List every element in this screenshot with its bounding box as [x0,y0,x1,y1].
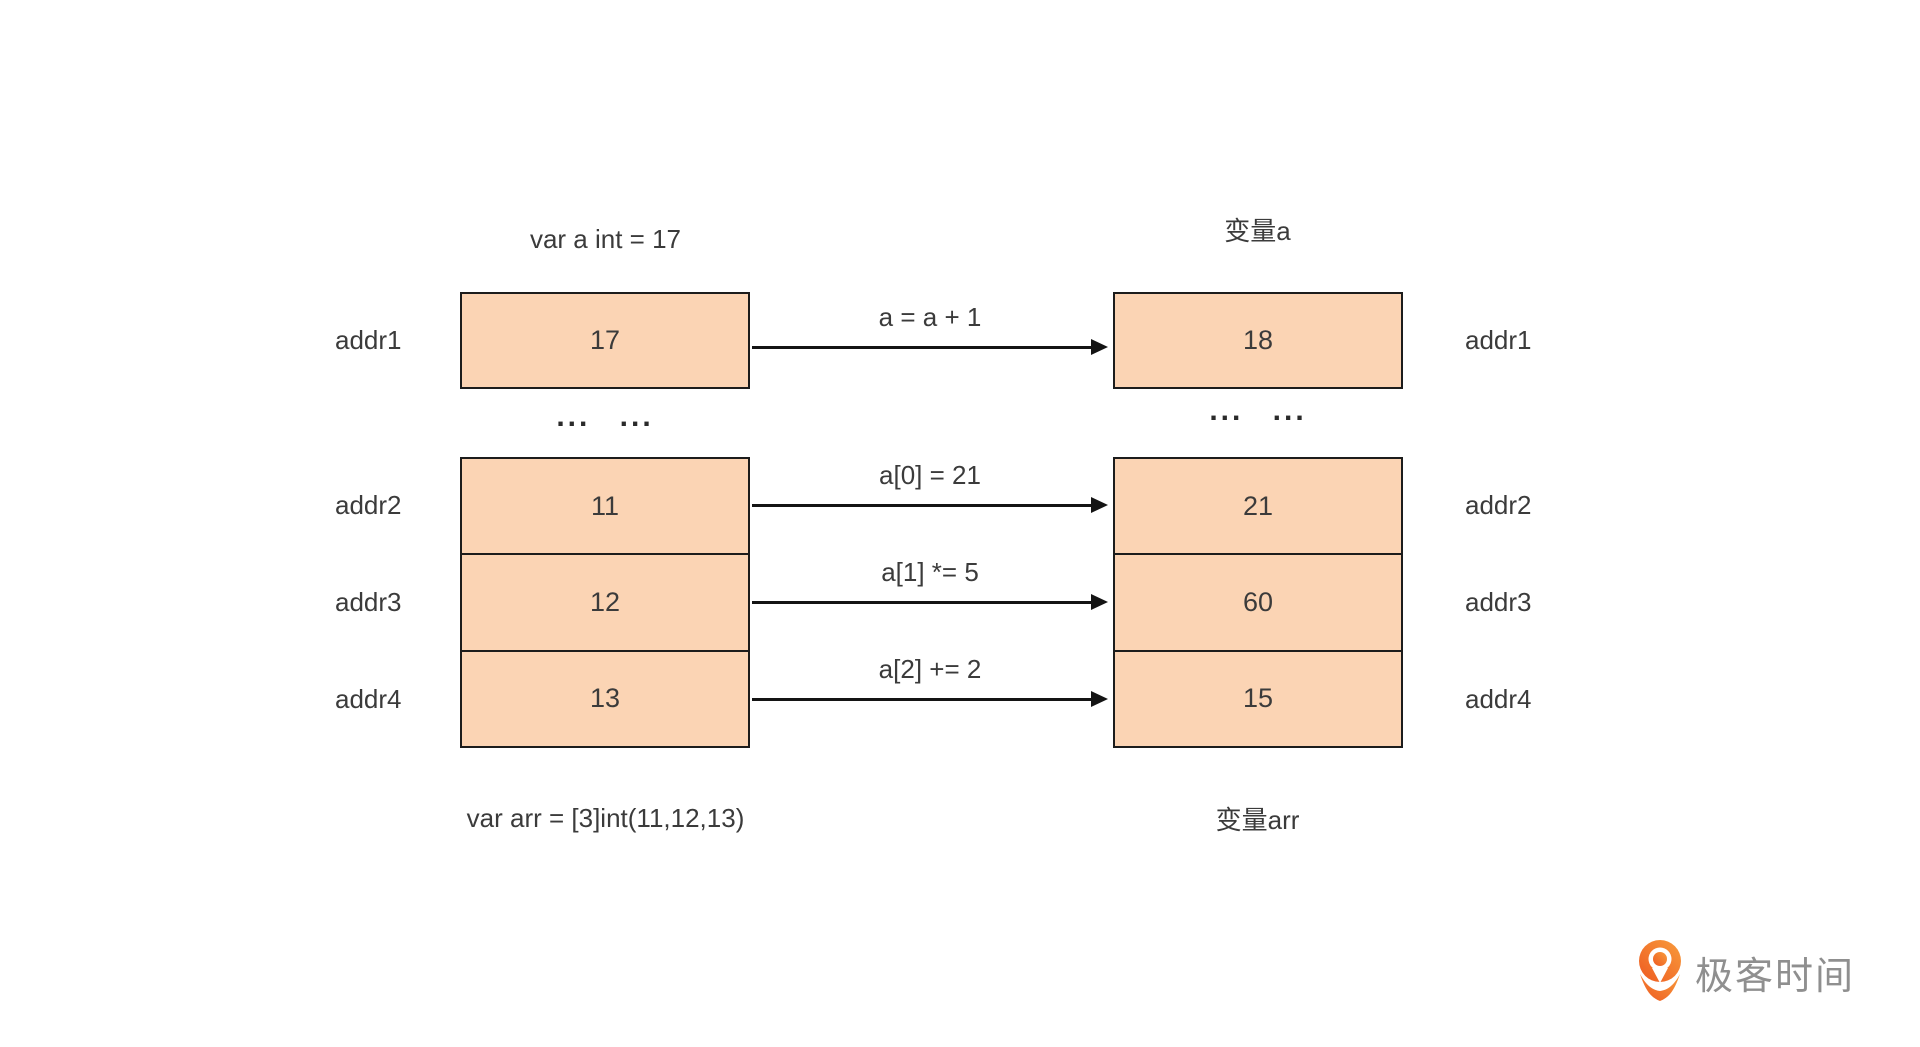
geektime-logo-icon [1638,940,1682,1004]
right-addr3-label: addr3 [1465,587,1532,617]
right-ellipsis: ... ... [1209,394,1307,427]
memory-cell: 11 [590,490,620,521]
geektime-logo: 极客时间 [1638,940,1855,1004]
operation-label: a[0] = 21 [879,460,981,490]
arrowhead-icon [1091,594,1108,610]
operation-label: a = a + 1 [878,302,982,332]
operation-arrow: a = a + 1 [752,302,1108,358]
memory-cell: 60 [1115,553,1401,649]
memory-cell: 12 [462,553,748,649]
right-array-stack: 21 60 15 [1113,457,1403,748]
memory-cell: 13 [462,649,748,746]
operation-label: a[1] *= 5 [881,557,979,587]
left-ellipsis: ... ... [556,400,654,433]
arrow-line [752,504,1093,507]
arrow-line [752,698,1093,701]
arrowhead-icon [1091,691,1108,707]
geektime-logo-text: 极客时间 [1695,955,1856,998]
left-bottom-caption: var arr = [3]int(11,12,13) [466,803,745,833]
arrow-line [752,601,1093,604]
operation-arrow: a[1] *= 5 [752,557,1108,613]
memory-cell: 21 [1242,490,1274,521]
left-array-stack: 11 12 13 [460,457,750,748]
right-bottom-caption: 变量arr [1215,805,1300,835]
left-addr1-label: addr1 [335,325,402,355]
memory-cell: 18 [1113,292,1403,389]
right-addr4-label: addr4 [1465,684,1532,714]
memory-cell: 17 [460,292,750,389]
arrow-line [752,346,1093,349]
operation-arrow: a[2] += 2 [752,654,1108,710]
arrowhead-icon [1091,497,1108,513]
right-top-caption: 变量a [1224,216,1291,246]
left-addr3-label: addr3 [335,587,402,617]
left-top-caption: var a int = 17 [529,224,682,254]
arrowhead-icon [1091,339,1108,355]
left-addr2-label: addr2 [335,490,402,520]
operation-arrow: a[0] = 21 [752,460,1108,516]
right-addr1-label: addr1 [1465,325,1532,355]
right-addr2-label: addr2 [1465,490,1532,520]
left-addr4-label: addr4 [335,684,402,714]
operation-label: a[2] += 2 [878,654,982,684]
memory-cell: 15 [1115,649,1401,746]
